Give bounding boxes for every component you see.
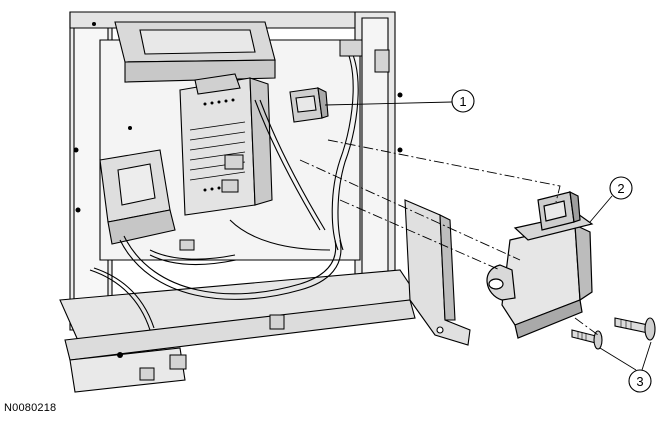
harness-connector bbox=[289, 87, 329, 123]
left-actuator bbox=[99, 149, 176, 245]
module-2 bbox=[486, 190, 594, 339]
cable-clips bbox=[139, 39, 390, 381]
mounting-bracket bbox=[404, 199, 471, 346]
seat-control-module bbox=[179, 73, 273, 216]
callout-1-label: 1 bbox=[459, 94, 466, 109]
figure-id-label: N0080218 bbox=[4, 402, 57, 414]
frame-holes bbox=[73, 22, 403, 358]
fasteners-3 bbox=[571, 317, 656, 350]
callout-3: 3 bbox=[628, 369, 652, 393]
callout-2: 2 bbox=[609, 176, 633, 200]
wiring-harness bbox=[89, 39, 359, 331]
callout-1: 1 bbox=[451, 89, 475, 113]
callout-pointers bbox=[324, 101, 652, 371]
callout-2-label: 2 bbox=[617, 181, 624, 196]
leader-lines bbox=[299, 139, 599, 336]
upper-module bbox=[114, 21, 276, 83]
callout-3-label: 3 bbox=[636, 374, 643, 389]
